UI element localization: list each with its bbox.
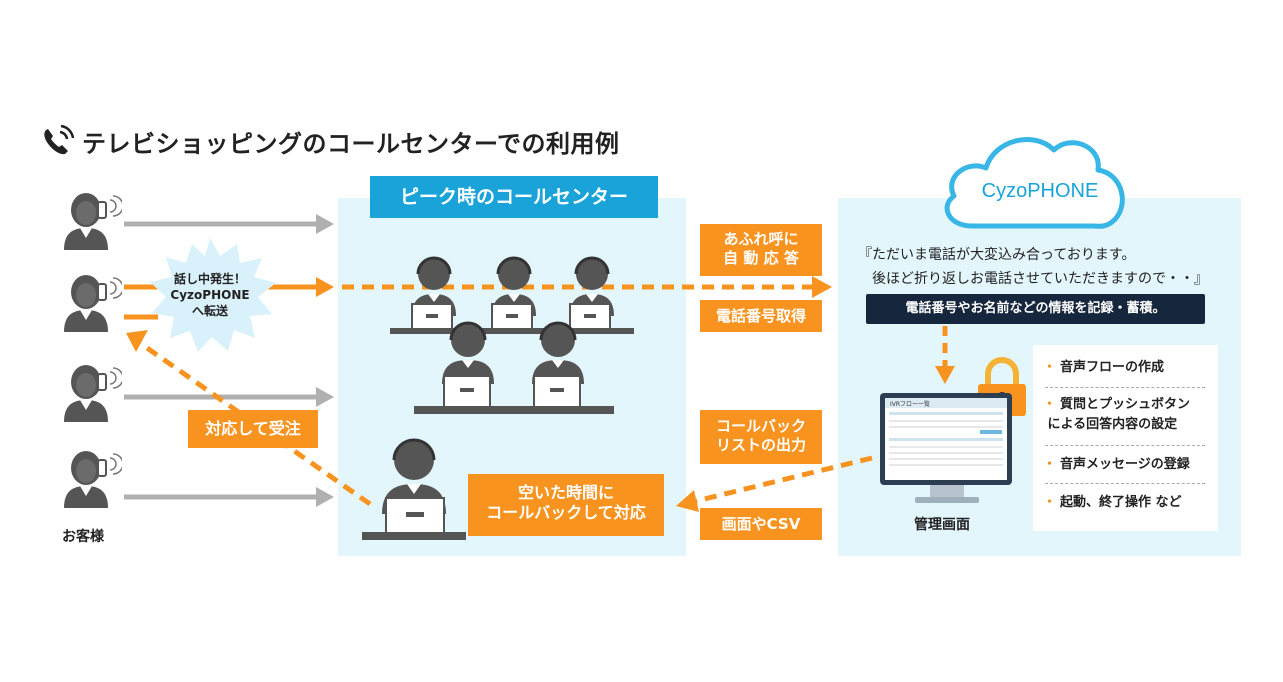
customer-3-icon xyxy=(64,365,122,422)
callback-line1: 空いた時間に xyxy=(517,483,614,502)
overflow-label: あふれ呼に 自 動 応 答 xyxy=(700,224,822,276)
callback-box: 空いた時間に コールバックして対応 xyxy=(468,474,664,536)
busy-burst-line1: 話し中発生！ xyxy=(173,272,246,286)
overflow-line2: 自 動 応 答 xyxy=(723,248,799,267)
customer-1-icon xyxy=(64,193,122,250)
record-dashed-arrow xyxy=(935,326,955,384)
peak-center-label: ピーク時のコールセンター xyxy=(370,176,658,218)
feature-text: 音声メッセージの登録 xyxy=(1060,457,1190,472)
feature-text: 起動、終了操作 など xyxy=(1060,495,1182,510)
callback-list-line2: リストの出力 xyxy=(715,435,806,454)
busy-burst-line2: CyzoPHONE xyxy=(170,288,250,302)
feature-item: ・質問とプッシュボタン による回答内容の設定 xyxy=(1043,397,1191,432)
feature-list: ・音声フローの作成 ・質問とプッシュボタン による回答内容の設定 ・音声メッセー… xyxy=(1033,345,1218,531)
customer-4-icon xyxy=(64,451,122,508)
agent-group-icon xyxy=(390,256,634,414)
order-label: 対応して受注 xyxy=(188,410,318,448)
cloud-label: CyzoPHONE xyxy=(981,180,1099,202)
callback-line2: コールバックして対応 xyxy=(486,503,646,522)
busy-burst-text: 話し中発生！ CyzoPHONE へ転送 xyxy=(160,271,260,319)
customer-2-icon xyxy=(64,275,122,332)
phone-number-label: 電話番号取得 xyxy=(700,300,822,332)
auto-response-quote: 『ただいま電話が大変込み合っております。 後ほど折り返しお電話させていただきます… xyxy=(858,247,1208,287)
monitor-icon: IVRフロー一覧 xyxy=(880,393,1012,503)
callback-agent-icon xyxy=(362,438,466,540)
busy-burst-shape xyxy=(150,238,276,352)
feature-text: 音声フローの作成 xyxy=(1060,360,1165,375)
feature-item: ・音声メッセージの登録 xyxy=(1043,457,1190,472)
feature-item: ・音声フローの作成 xyxy=(1043,360,1165,375)
busy-burst-line3: へ転送 xyxy=(191,304,228,318)
screen-csv-label: 画面やCSV xyxy=(700,508,822,540)
callback-list-dashed-arrow xyxy=(676,455,873,512)
forward-dashed-arrow xyxy=(342,276,832,298)
callback-list-line1: コールバック xyxy=(715,417,806,435)
callback-list-label: コールバック リストの出力 xyxy=(700,410,822,464)
overflow-line1: あふれ呼に xyxy=(723,230,799,248)
customer-arrow-4 xyxy=(124,487,334,507)
svg-text:IVRフロー一覧: IVRフロー一覧 xyxy=(890,400,930,408)
phone-ringing-icon xyxy=(40,124,76,158)
page-title: テレビショッピングのコールセンターでの利用例 xyxy=(82,130,620,158)
record-label: 電話番号やお名前などの情報を記録・蓄積。 xyxy=(866,294,1205,324)
feature-item: ・起動、終了操作 など xyxy=(1043,495,1182,510)
customer-arrow-3 xyxy=(124,387,334,407)
feature-text: 質問とプッシュボタン による回答内容の設定 xyxy=(1047,397,1191,432)
customers-label: お客様 xyxy=(62,529,104,545)
admin-label: 管理画面 xyxy=(914,517,970,533)
customer-arrow-1 xyxy=(124,214,334,234)
cloud-icon xyxy=(944,137,1125,229)
